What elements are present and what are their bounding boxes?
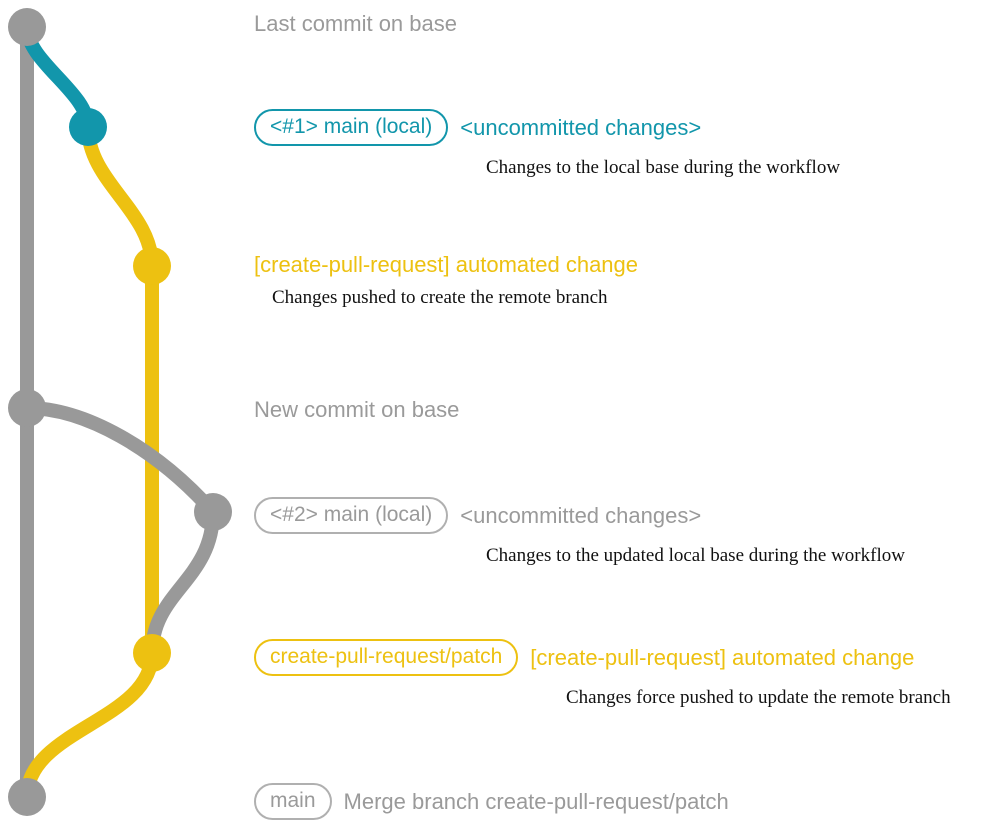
row-merge-main: main Merge branch create-pull-request/pa… [254, 783, 729, 820]
subcaption-local-main-2: Changes to the updated local base during… [486, 545, 905, 566]
subcaption-local-main-1: Changes to the local base during the wor… [486, 157, 841, 178]
pill-local-main-1[interactable]: <#1> main (local) [254, 109, 449, 146]
node-remote-commit-2 [133, 634, 171, 672]
row-new-commit-on-base: New commit on base [254, 399, 459, 421]
row-local-main-1: <#1> main (local) <uncommitted changes> … [254, 109, 840, 177]
row-local-main-2: <#2> main (local) <uncommitted changes> … [254, 497, 905, 565]
row-last-commit-on-base: Last commit on base [254, 13, 457, 35]
headline-merge-branch: Merge branch create-pull-request/patch [343, 788, 729, 814]
pill-main[interactable]: main [254, 783, 332, 820]
row-patch-branch: create-pull-request/patch [create-pull-r… [254, 639, 951, 707]
headline-uncommitted-changes-1: <uncommitted changes> [460, 114, 702, 140]
subcaption-automated-change-1: Changes pushed to create the remote bran… [272, 287, 608, 308]
edge-base-new-to-local-2 [20, 401, 220, 519]
node-local-commit-1 [69, 108, 107, 146]
pill-local-main-2[interactable]: <#2> main (local) [254, 497, 449, 534]
headline-automated-change-2: [create-pull-request] automated change [530, 644, 915, 670]
row-automated-change-1: [create-pull-request] automated change C… [254, 252, 639, 308]
headline-new-commit-on-base: New commit on base [254, 397, 460, 422]
edge-local-2-to-remote-2 [145, 505, 220, 660]
headline-last-commit-on-base: Last commit on base [254, 11, 457, 36]
node-merge-commit [8, 778, 46, 816]
node-remote-commit-1 [133, 247, 171, 285]
headline-uncommitted-changes-2: <uncommitted changes> [460, 502, 702, 528]
node-base-new [8, 389, 46, 427]
node-base-head [8, 8, 46, 46]
subcaption-patch-branch: Changes force pushed to update the remot… [566, 687, 951, 708]
node-local-commit-2 [194, 493, 232, 531]
edge-local-1-to-remote-1 [81, 120, 159, 273]
edge-remote-2-to-merge [20, 646, 159, 804]
headline-automated-change-1: [create-pull-request] automated change [254, 252, 639, 277]
pill-create-pull-request-patch[interactable]: create-pull-request/patch [254, 639, 519, 676]
